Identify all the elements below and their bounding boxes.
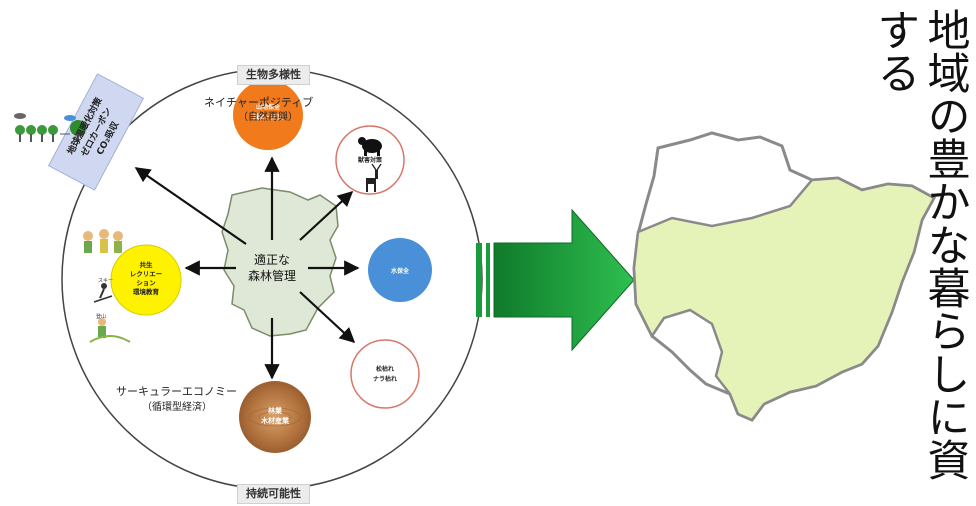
node-right-circle xyxy=(368,238,432,302)
center-label1: 適正な xyxy=(254,252,290,267)
deer-icon xyxy=(366,163,382,192)
node-bottom-circle xyxy=(239,381,311,453)
hike-label: 登山 xyxy=(96,313,106,320)
node-right-label: 水保全 xyxy=(391,267,410,275)
node-upper-right-label: 獣害対策 xyxy=(358,156,382,164)
map-green-region xyxy=(632,176,936,422)
node-lower-right-label1: 松枯れ xyxy=(376,365,394,373)
biodiversity-tag: 生物多様性 xyxy=(237,65,310,85)
node-top-circle xyxy=(233,80,303,150)
node-lower-right-label2: ナラ枯れ xyxy=(373,375,397,383)
bear-icon xyxy=(358,137,382,156)
sustainability-tag: 持続可能性 xyxy=(237,484,310,504)
nature-positive-subtitle: （自然再興） xyxy=(238,112,298,123)
node-bottom-label1: 林業 xyxy=(268,406,283,415)
ski-label: スキー xyxy=(98,278,113,284)
skier-icon xyxy=(93,283,113,303)
vertical-title: 地域の豊かな暮らしに資する xyxy=(870,8,970,481)
node-upper-right-circle xyxy=(335,125,405,195)
center-label2: 森林管理 xyxy=(248,268,296,283)
node-left-label4: 環境教育 xyxy=(133,287,160,296)
nature-positive-title: ネイチャーポジティブ xyxy=(204,96,314,109)
node-top-label2: 減災・防災 xyxy=(253,113,284,121)
circular-economy-subtitle: （循環型経済） xyxy=(142,402,212,413)
trees-illustration xyxy=(14,113,86,142)
node-left-label3: ション xyxy=(136,279,156,287)
arrow-upper-right xyxy=(299,190,354,241)
node-top-label1: 山地保全 xyxy=(256,103,281,111)
people-illustration xyxy=(83,229,123,253)
node-lower-right-circle xyxy=(350,339,420,409)
circular-economy-title: サーキュラーエコノミー xyxy=(116,385,237,398)
arrow-climate xyxy=(134,167,247,245)
hiker-icon xyxy=(89,318,131,343)
node-left-label2: レクリエー xyxy=(130,269,163,278)
node-left-circle xyxy=(110,244,182,316)
regional-map xyxy=(632,131,937,422)
big-green-arrow xyxy=(476,208,635,352)
node-left-label1: 共生 xyxy=(140,260,154,269)
arrow-lower-right xyxy=(299,291,356,344)
node-bottom-label2: 木材産業 xyxy=(260,416,290,425)
